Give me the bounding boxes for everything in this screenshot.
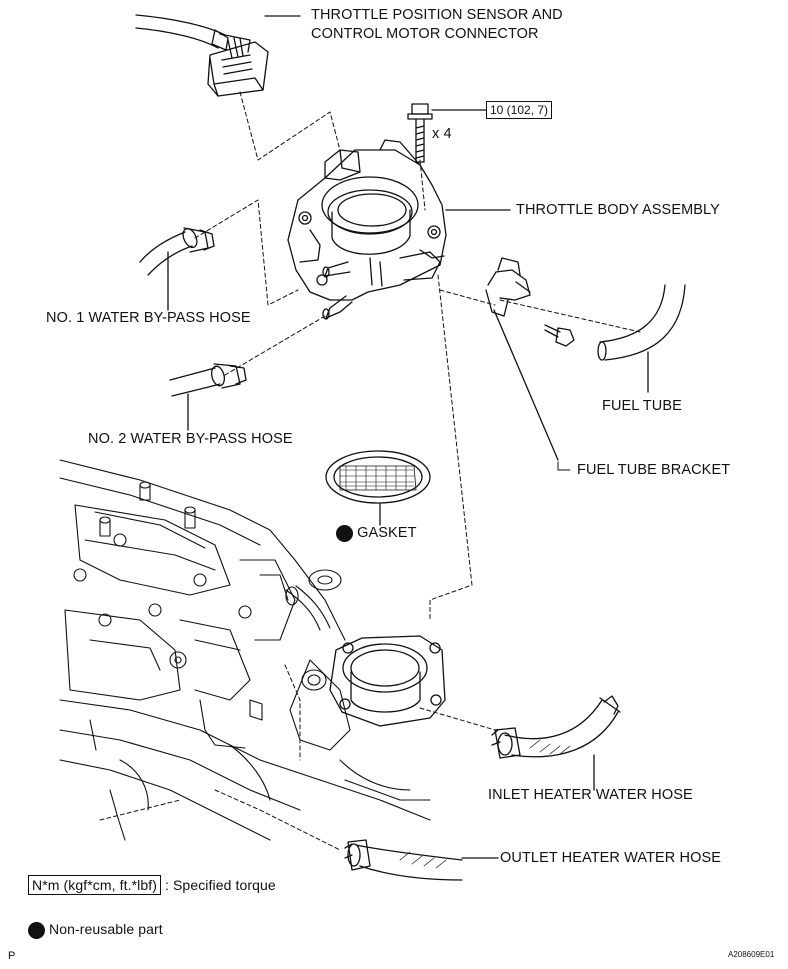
- leader-lines: [557, 461, 595, 791]
- fuel-tube: [597, 284, 686, 393]
- alignment-dashes-mid: [194, 199, 641, 621]
- label-fuel-tube: FUEL TUBE: [602, 398, 682, 414]
- legend-nonreusable: Non-reusable part: [28, 920, 163, 939]
- label-inlet-heater-water-hose: INLET HEATER WATER HOSE: [488, 787, 693, 803]
- fuel-tube-bracket: [485, 257, 559, 461]
- label-gasket-text: GASKET: [357, 525, 417, 541]
- alignment-dashes-top: [239, 91, 426, 211]
- tps-connector: [135, 14, 301, 97]
- outlet-heater-water-hose: [344, 839, 499, 881]
- throttle-body-assembly: [287, 139, 511, 320]
- legend-torque-desc: : Specified torque: [165, 877, 276, 893]
- bracket-bolt: [544, 324, 575, 347]
- intake-flange: [329, 635, 446, 727]
- inlet-heater-water-hose: [491, 695, 621, 791]
- label-tps-connector-line2: CONTROL MOTOR CONNECTOR: [311, 26, 539, 42]
- figure-code: A208609E01: [728, 950, 775, 959]
- torque-value-box: 10 (102, 7): [486, 101, 553, 119]
- label-tps-connector-line1: THROTTLE POSITION SENSOR AND: [311, 7, 563, 23]
- filled-circle-icon: [28, 921, 45, 939]
- label-outlet-heater-water-hose: OUTLET HEATER WATER HOSE: [500, 850, 721, 866]
- legend-nonreusable-desc: Non-reusable part: [49, 921, 163, 937]
- label-bolt-quantity: x 4: [432, 126, 452, 142]
- legend-torque-unit-box: N*m (kgf*cm, ft.*lbf): [28, 875, 162, 895]
- label-throttle-body-assembly: THROTTLE BODY ASSEMBLY: [516, 202, 720, 218]
- alignment-dashes-low: [99, 664, 496, 851]
- corner-mark-left: P: [8, 950, 16, 962]
- engine-block: [59, 459, 431, 841]
- label-gasket: GASKET: [336, 524, 417, 543]
- bolt: [407, 103, 487, 163]
- gasket: [325, 450, 431, 526]
- label-fuel-tube-bracket: FUEL TUBE BRACKET: [577, 462, 731, 478]
- label-no1-water-bypass-hose: NO. 1 WATER BY-PASS HOSE: [46, 310, 251, 326]
- nonreusable-dot-icon: [336, 524, 353, 542]
- label-no2-water-bypass-hose: NO. 2 WATER BY-PASS HOSE: [88, 431, 293, 447]
- water-bypass-hose-2: [169, 363, 247, 431]
- water-bypass-hose-1: [139, 227, 215, 311]
- legend-torque: N*m (kgf*cm, ft.*lbf) : Specified torque: [28, 875, 276, 895]
